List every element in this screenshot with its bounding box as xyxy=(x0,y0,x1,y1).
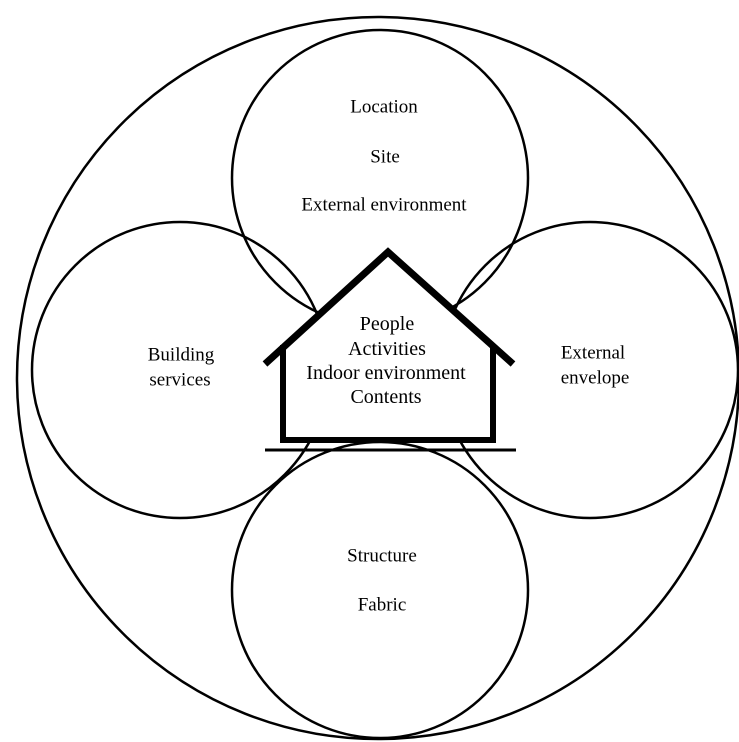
bottom-label-fabric: Fabric xyxy=(357,594,407,616)
house-label-indoor-environment: Indoor environment xyxy=(306,362,466,384)
house-label-contents: Contents xyxy=(350,386,422,408)
house-label-people: People xyxy=(359,313,415,335)
house-icon xyxy=(262,247,516,452)
left-label-building: Building xyxy=(147,344,215,366)
bottom-circle xyxy=(230,440,530,740)
right-label-external: External xyxy=(560,342,626,364)
top-label-location: Location xyxy=(350,96,418,118)
bottom-label-structure: Structure xyxy=(347,545,417,567)
house-label-activities: Activities xyxy=(348,338,426,360)
house-roof xyxy=(262,247,516,367)
house-walls xyxy=(280,345,496,443)
left-label-services: services xyxy=(149,369,211,391)
right-label-envelope: envelope xyxy=(560,367,630,389)
top-label-external-environment: External environment xyxy=(301,194,467,216)
top-label-site: Site xyxy=(370,146,400,168)
